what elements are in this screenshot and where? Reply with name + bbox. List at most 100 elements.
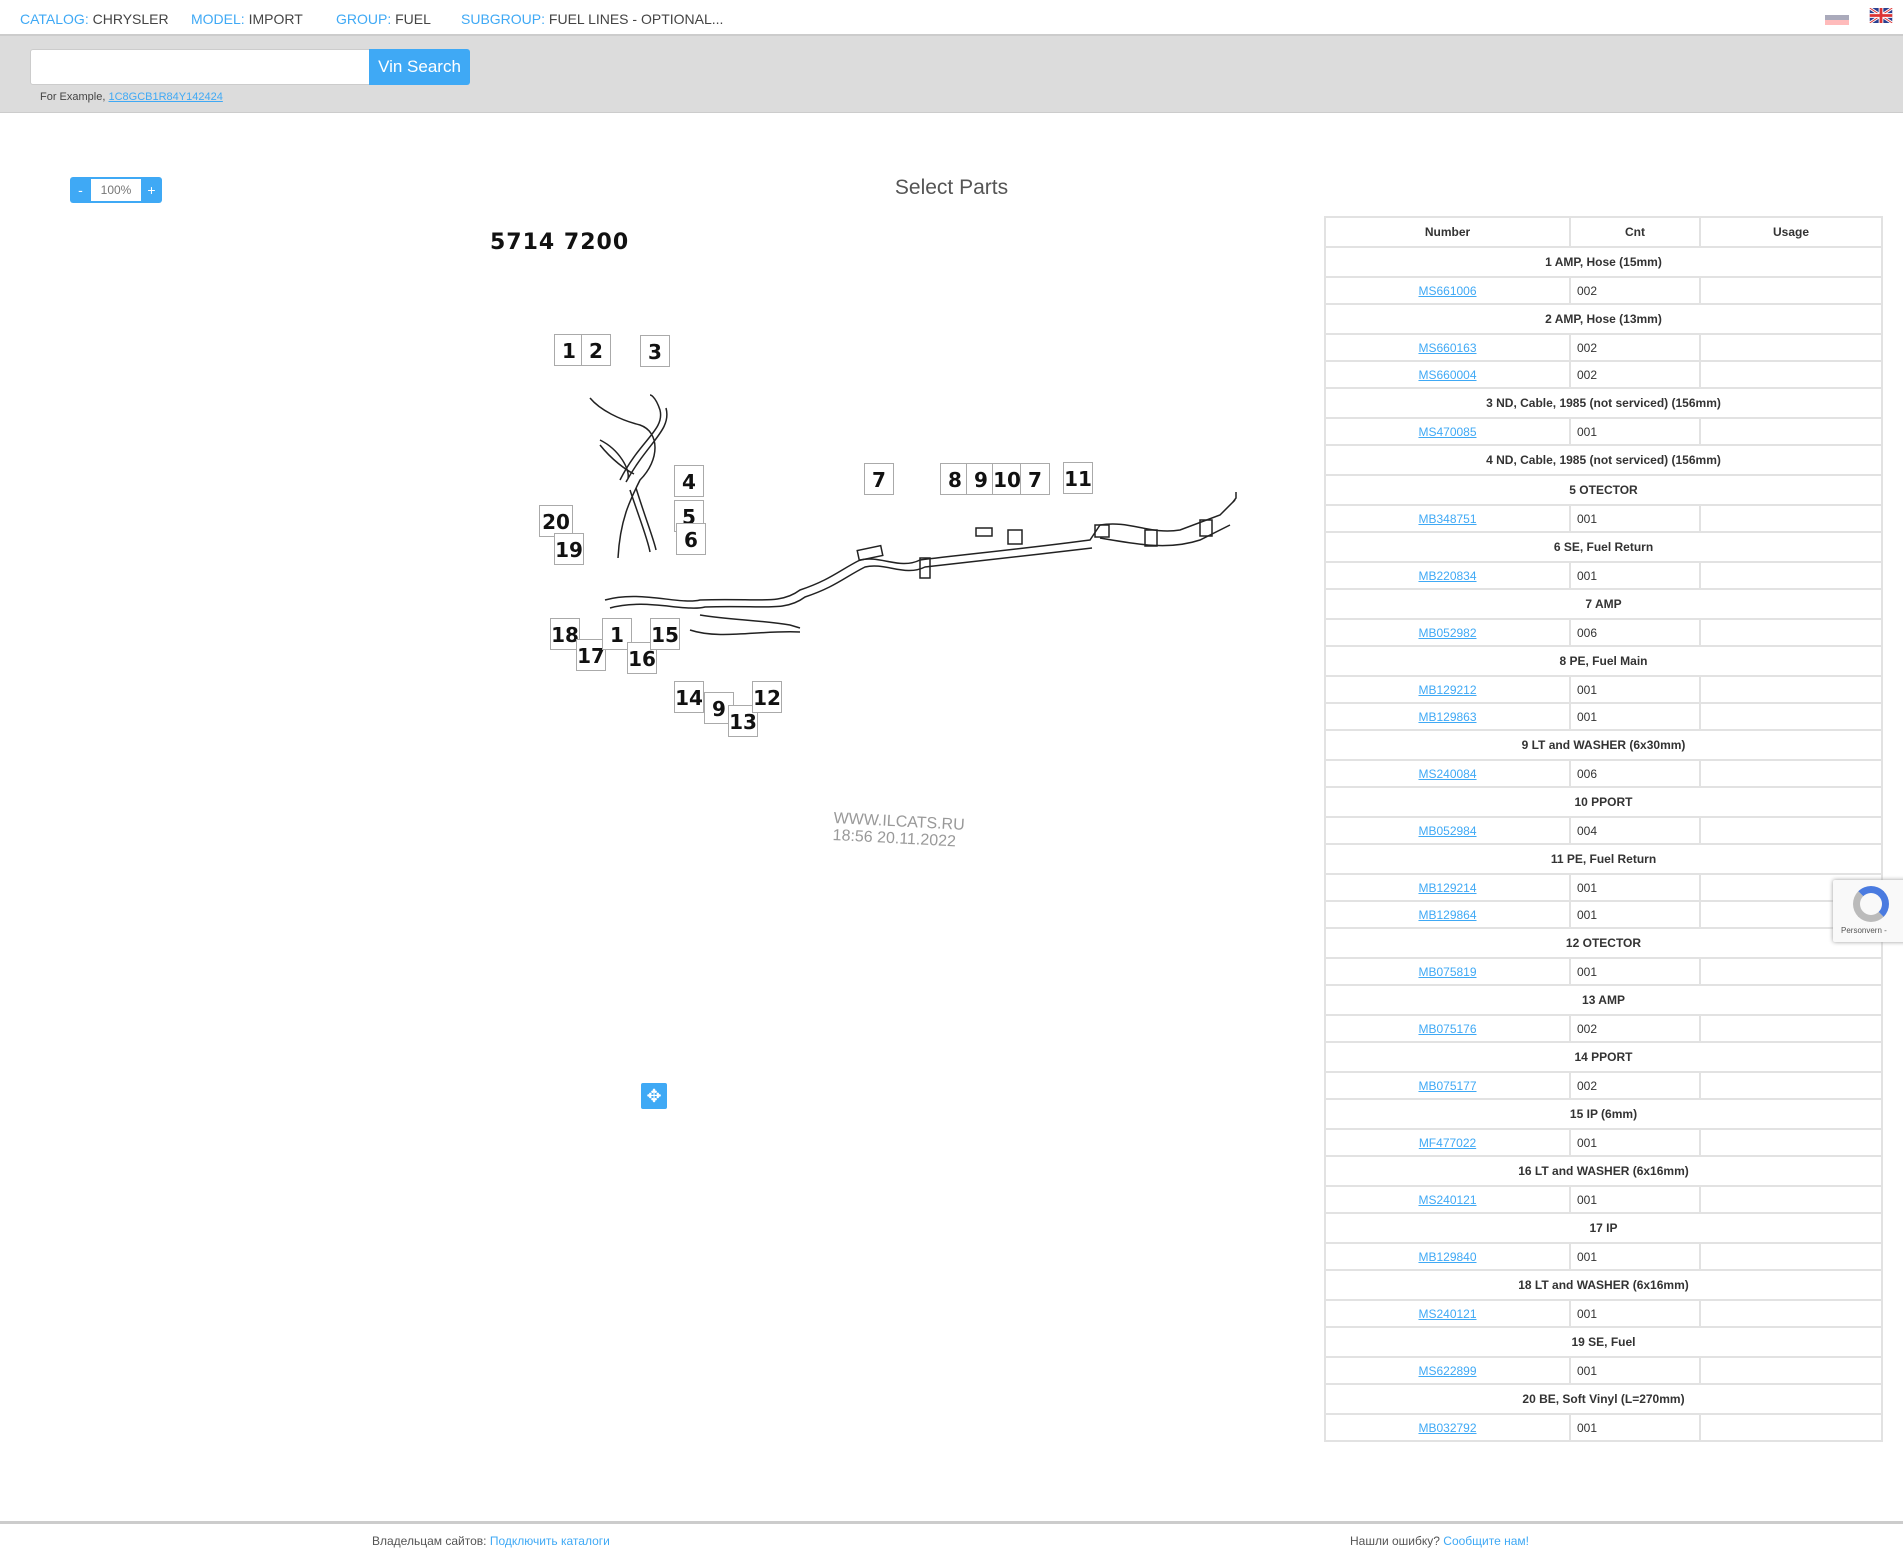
callout-2[interactable]: 2: [581, 334, 611, 366]
number-cell: MB052982: [1324, 618, 1571, 647]
table-row: MB129214 001: [1324, 873, 1883, 902]
vin-search-button[interactable]: Vin Search: [369, 49, 470, 85]
footer-owners: Владельцам сайтов: Подключить каталоги: [372, 1534, 610, 1548]
move-icon[interactable]: ✥: [641, 1083, 667, 1109]
number-cell: MB129864: [1324, 900, 1571, 929]
part-number-link[interactable]: MS470085: [1418, 424, 1477, 439]
group-row: 2 AMP, Hose (13mm): [1324, 303, 1883, 335]
callout-11[interactable]: 11: [1063, 462, 1093, 494]
part-number-link[interactable]: MS240121: [1418, 1192, 1477, 1207]
vin-input[interactable]: [30, 49, 370, 85]
callout-6[interactable]: 6: [676, 523, 706, 555]
cnt-cell: 002: [1569, 360, 1701, 389]
callout-20[interactable]: 20: [539, 505, 573, 537]
group-row: 1 AMP, Hose (15mm): [1324, 246, 1883, 278]
part-number-link[interactable]: MB129863: [1418, 709, 1477, 724]
part-number-link[interactable]: MB075819: [1418, 964, 1477, 979]
part-number-link[interactable]: MB129214: [1418, 880, 1477, 895]
part-number-link[interactable]: MS660163: [1418, 340, 1477, 355]
breadcrumb-subgroup[interactable]: SUBGROUP: FUEL LINES - OPTIONAL...: [461, 11, 724, 27]
part-number-link[interactable]: MB129864: [1418, 907, 1477, 922]
group-title: 4 ND, Cable, 1985 (not serviced) (156mm): [1324, 444, 1883, 476]
cnt-cell: 001: [1569, 873, 1701, 902]
part-number-link[interactable]: MB075177: [1418, 1078, 1477, 1093]
part-number-link[interactable]: MB348751: [1418, 511, 1477, 526]
part-number-link[interactable]: MB129212: [1418, 682, 1477, 697]
cnt-cell: 002: [1569, 333, 1701, 362]
vin-search-bar: Vin Search For Example, 1C8GCB1R84Y14242…: [0, 36, 1903, 113]
callout-1[interactable]: 1: [554, 334, 584, 366]
breadcrumb-model[interactable]: MODEL: IMPORT: [191, 11, 303, 27]
callout-7[interactable]: 7: [864, 463, 894, 495]
callout-15[interactable]: 15: [650, 618, 680, 650]
callout-7b[interactable]: 7: [1020, 463, 1050, 495]
usage-cell: [1699, 675, 1883, 704]
usage-cell: [1699, 276, 1883, 305]
part-number-link[interactable]: MB052982: [1418, 625, 1477, 640]
cnt-cell: 001: [1569, 1356, 1701, 1385]
connect-catalogs-link[interactable]: Подключить каталоги: [489, 1534, 610, 1548]
callout-18[interactable]: 18: [550, 618, 580, 650]
cnt-cell: 001: [1569, 675, 1701, 704]
callout-8[interactable]: 8: [940, 463, 970, 495]
cnt-cell: 001: [1569, 561, 1701, 590]
column-header-cnt: Cnt: [1569, 216, 1701, 248]
parts-diagram: 5714 7200 1 2 3 4 5 6 20 19 18 17 1 16 1…: [490, 230, 1237, 851]
cnt-cell: 002: [1569, 276, 1701, 305]
part-number-link[interactable]: MB075176: [1418, 1021, 1477, 1036]
part-number-link[interactable]: MB052984: [1418, 823, 1477, 838]
part-number-link[interactable]: MF477022: [1418, 1135, 1477, 1150]
part-number-link[interactable]: MB032792: [1418, 1420, 1477, 1435]
part-number-link[interactable]: MB129840: [1418, 1249, 1477, 1264]
part-number-link[interactable]: MS240121: [1418, 1306, 1477, 1321]
ru-flag-icon[interactable]: [1825, 10, 1849, 25]
zoom-out-button[interactable]: -: [78, 182, 83, 198]
zoom-in-button[interactable]: +: [147, 182, 156, 198]
part-number-link[interactable]: MB220834: [1418, 568, 1477, 583]
cnt-cell: 001: [1569, 1185, 1701, 1214]
report-error-link[interactable]: Сообщите нам!: [1443, 1534, 1530, 1548]
part-number-link[interactable]: MS622899: [1418, 1363, 1477, 1378]
callout-14[interactable]: 14: [674, 681, 704, 713]
group-row: 7 AMP: [1324, 588, 1883, 620]
callout-10[interactable]: 10: [992, 463, 1022, 495]
recaptcha-badge[interactable]: Personvern -: [1833, 880, 1903, 942]
uk-flag-icon[interactable]: [1869, 8, 1893, 23]
group-title: 19 SE, Fuel: [1324, 1326, 1883, 1358]
callout-13[interactable]: 13: [728, 705, 758, 737]
diagram-number: 5714 7200: [490, 230, 630, 255]
table-row: MB129840 001: [1324, 1242, 1883, 1271]
part-number-link[interactable]: MS661006: [1418, 283, 1477, 298]
callout-17[interactable]: 17: [576, 639, 606, 671]
group-title: 2 AMP, Hose (13mm): [1324, 303, 1883, 335]
number-cell: MB129863: [1324, 702, 1571, 731]
table-row: MS661006 002: [1324, 276, 1883, 305]
number-cell: MS240084: [1324, 759, 1571, 788]
part-number-link[interactable]: MS660004: [1418, 367, 1477, 382]
cnt-cell: 001: [1569, 1299, 1701, 1328]
callout-9[interactable]: 9: [966, 463, 996, 495]
vin-example-link[interactable]: 1C8GCB1R84Y142424: [108, 91, 223, 103]
group-title: 20 BE, Soft Vinyl (L=270mm): [1324, 1383, 1883, 1415]
table-row: MS240121 001: [1324, 1185, 1883, 1214]
breadcrumb-group[interactable]: GROUP: FUEL: [336, 11, 431, 27]
number-cell: MB129214: [1324, 873, 1571, 902]
part-number-link[interactable]: MS240084: [1418, 766, 1477, 781]
cnt-cell: 001: [1569, 1242, 1701, 1271]
number-cell: MS661006: [1324, 276, 1571, 305]
callout-19[interactable]: 19: [554, 533, 584, 565]
breadcrumb-catalog[interactable]: CATALOG: CHRYSLER: [20, 11, 169, 27]
zoom-level[interactable]: 100%: [91, 179, 141, 201]
callout-4[interactable]: 4: [674, 465, 704, 497]
callout-3[interactable]: 3: [640, 335, 670, 367]
footer-report: Нашли ошибку? Сообщите нам!: [1350, 1534, 1530, 1548]
group-title: 11 PE, Fuel Return: [1324, 843, 1883, 875]
group-row: 14 PPORT: [1324, 1041, 1883, 1073]
callout-12[interactable]: 12: [752, 681, 782, 713]
group-row: 11 PE, Fuel Return: [1324, 843, 1883, 875]
group-row: 17 IP: [1324, 1212, 1883, 1244]
